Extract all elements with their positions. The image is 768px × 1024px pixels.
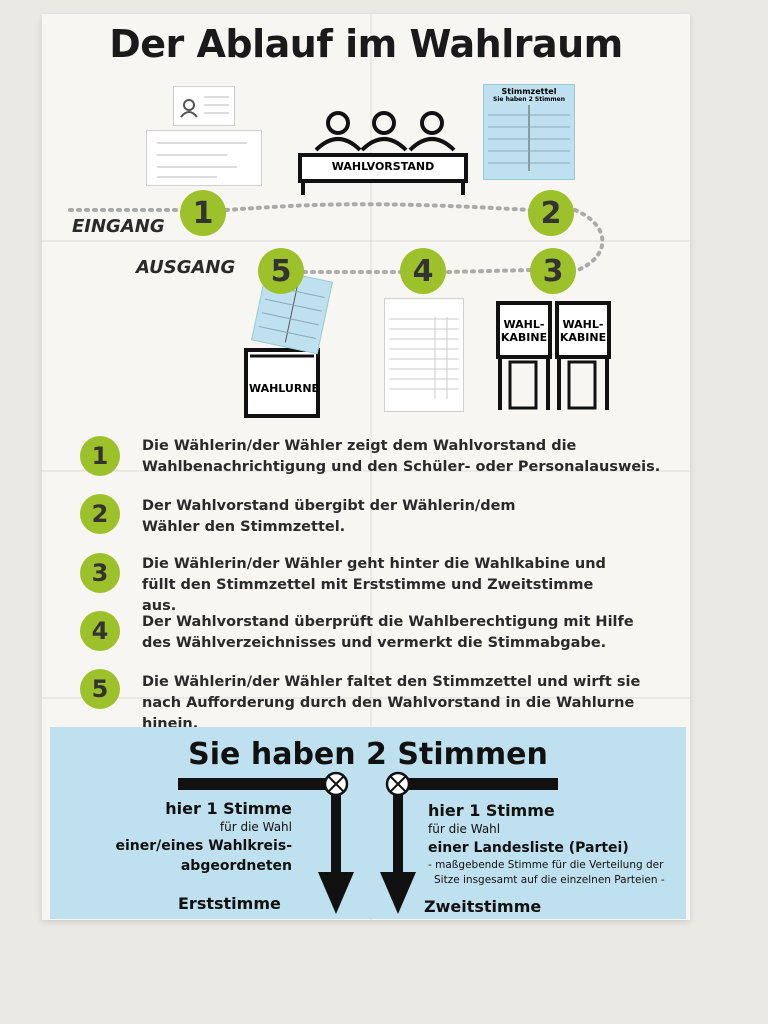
left-vote-line3: einer/eines Wahlkreis- — [115, 838, 292, 854]
ausgang-label: AUSGANG — [136, 257, 236, 278]
step-number-3: 3 — [80, 553, 120, 593]
wahlkabine-label-line: KABINE — [559, 331, 607, 344]
votes-panel — [50, 727, 686, 919]
arrow-down-icon — [318, 872, 354, 914]
wahlkabine-label-2: WAHL-KABINE — [557, 318, 609, 344]
stimmzettel-document: Stimmzettel Sie haben 2 Stimmen — [483, 84, 575, 180]
station-number-5: 5 — [258, 248, 304, 294]
step-number-4: 4 — [80, 611, 120, 651]
stimmzettel-title: Stimmzettel — [501, 87, 557, 96]
step-text-2: Der Wahlvorstand übergibt der Wählerin/d… — [142, 498, 516, 535]
wahlvorstand-persons-icon — [314, 111, 456, 152]
poster-title: Der Ablauf im Wahlraum — [109, 22, 623, 66]
wahlkabine-label-line: WAHL- — [503, 318, 545, 331]
stimmzettel-subtitle: Sie haben 2 Stimmen — [493, 96, 565, 103]
votes-arrows — [178, 771, 558, 914]
wahlbenachrichtigung-card — [173, 86, 235, 126]
right-vote-line2: für die Wahl — [428, 822, 501, 836]
step-text-5: Die Wählerin/der Wähler faltet den Stimm… — [142, 674, 641, 732]
wahlkabine-label-line: KABINE — [500, 331, 548, 344]
wahlvorstand-table-icon — [298, 153, 468, 183]
wahlvorstand-label: WAHLVORSTAND — [331, 160, 435, 173]
fold-line-horizontal — [42, 470, 690, 472]
right-vote-line1: hier 1 Stimme — [428, 801, 555, 820]
votes-heading: Sie haben 2 Stimmen — [188, 737, 548, 772]
wahlkabine-label-1: WAHL-KABINE — [498, 318, 550, 344]
right-vote-line3: einer Landesliste (Partei) — [428, 840, 629, 856]
step-text-1: Die Wählerin/der Wähler zeigt dem Wahlvo… — [142, 438, 661, 475]
zweitstimme-label: Zweitstimme — [424, 897, 542, 916]
wahlurne-icon — [244, 348, 320, 418]
folded-stimmzettel-document — [251, 267, 333, 355]
step-text-4: Der Wahlvorstand überprüft die Wahlberec… — [142, 614, 634, 651]
station-number-3: 3 — [530, 248, 576, 294]
personalausweis-document — [146, 130, 262, 186]
step-text-3: Die Wählerin/der Wähler geht hinter die … — [142, 556, 606, 614]
station-number-2: 2 — [528, 190, 574, 236]
wahlkabine-label-line: WAHL- — [562, 318, 604, 331]
step-number-2: 2 — [80, 494, 120, 534]
step-number-1: 1 — [80, 436, 120, 476]
left-vote-line4: abgeordneten — [180, 858, 292, 874]
fold-line-horizontal — [42, 240, 690, 242]
station-number-4: 4 — [400, 248, 446, 294]
right-vote-line4: - maßgebende Stimme für die Verteilung d… — [428, 859, 664, 871]
wahlurne-label: WAHLURNE — [248, 382, 320, 395]
illustration — [68, 111, 611, 418]
eingang-label: EINGANG — [72, 216, 165, 237]
erststimme-label: Erststimme — [178, 894, 281, 913]
right-vote-line5: Sitze insgesamt auf die einzelnen Partei… — [434, 874, 665, 886]
step-number-5: 5 — [80, 669, 120, 709]
dotted-path — [68, 202, 605, 274]
station-number-1: 1 — [180, 190, 226, 236]
arrow-down-icon — [380, 872, 416, 914]
fold-line-vertical — [370, 14, 372, 920]
wahlkabine-icon — [496, 301, 611, 410]
waehlerverzeichnis-document — [384, 298, 464, 412]
left-vote-line2: für die Wahl — [219, 820, 292, 834]
left-vote-line1: hier 1 Stimme — [165, 799, 292, 818]
fold-line-horizontal — [42, 697, 690, 699]
